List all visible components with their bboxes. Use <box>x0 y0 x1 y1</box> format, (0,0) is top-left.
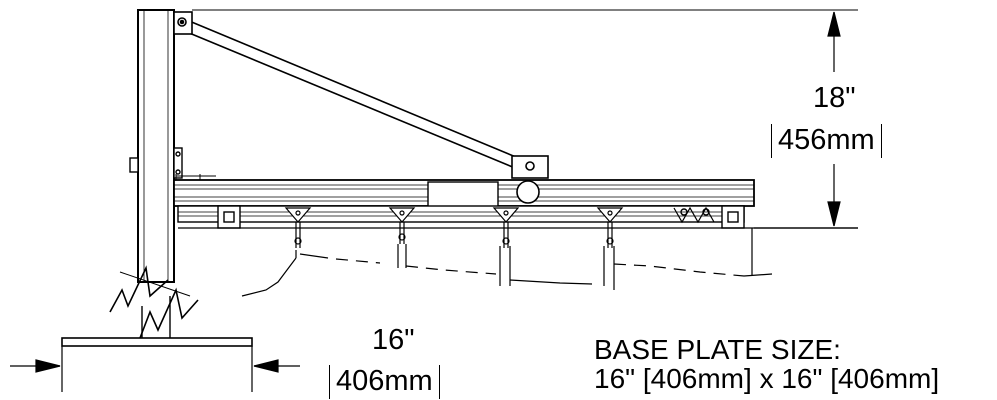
post-stub <box>141 296 171 338</box>
roof-surface <box>173 227 858 297</box>
width-imperial-label: 16" <box>372 324 415 356</box>
width-dimension <box>10 346 300 392</box>
hanger-3 <box>492 207 520 248</box>
height-imperial-label: 18" <box>813 82 856 114</box>
base-plate-note-title: BASE PLATE SIZE: <box>594 334 841 365</box>
hanger-1 <box>284 207 312 248</box>
height-metric-label: 456mm <box>771 124 882 158</box>
diagonal-brace <box>173 11 549 179</box>
hanger-2 <box>388 207 416 244</box>
base-plate-note-size: 16" [406mm] x 16" [406mm] <box>594 363 940 394</box>
hanger-4 <box>596 207 624 248</box>
vertical-post <box>129 9 183 283</box>
horizontal-rail <box>173 174 755 209</box>
base-plate <box>61 337 253 347</box>
height-dimension <box>754 11 858 229</box>
break-lines <box>109 265 199 339</box>
hangers <box>284 207 624 248</box>
width-metric-label: 406mm <box>329 365 440 399</box>
lower-rail <box>177 205 745 229</box>
